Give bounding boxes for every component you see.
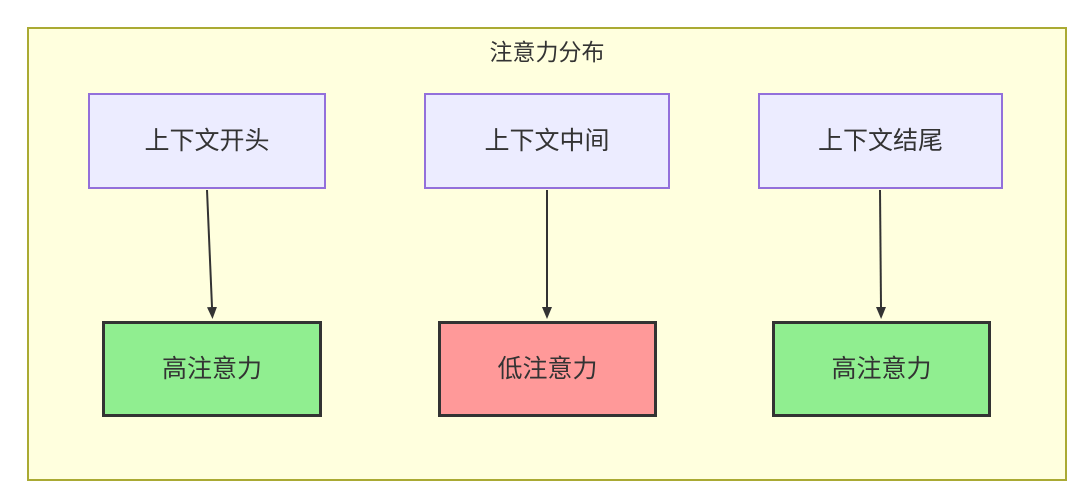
node-high-attention-right: 高注意力 (772, 321, 991, 417)
node-high-attention-left: 高注意力 (102, 321, 322, 417)
node-context-beginning: 上下文开头 (88, 93, 326, 189)
node-context-end: 上下文结尾 (758, 93, 1003, 189)
node-low-attention: 低注意力 (438, 321, 657, 417)
node-context-middle: 上下文中间 (424, 93, 670, 189)
diagram-title: 注意力分布 (489, 39, 605, 65)
